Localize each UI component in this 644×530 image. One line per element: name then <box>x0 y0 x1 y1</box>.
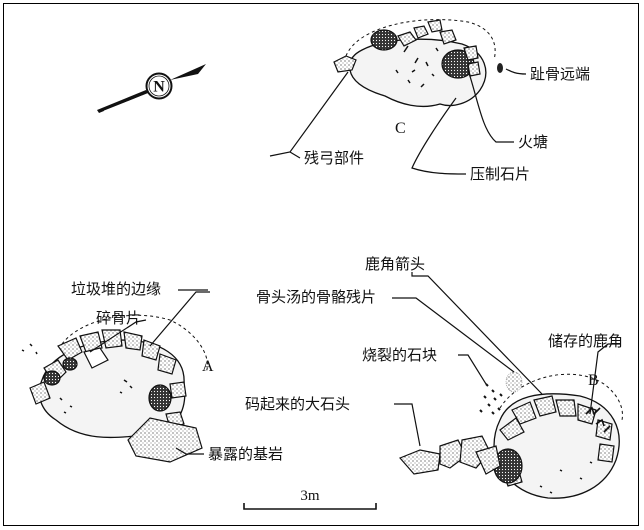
label-hearth: 火塘 <box>518 133 548 151</box>
label-midden-edge: 垃圾堆的边缘 <box>71 280 161 298</box>
label-burnt-stones: 烧裂的石块 <box>362 346 437 364</box>
site-label-c: C <box>395 120 406 137</box>
label-bone-fragments: 碎骨片 <box>96 309 141 327</box>
site-label-b: B <box>588 372 599 389</box>
label-exposed-bedrock: 暴露的基岩 <box>208 445 283 463</box>
label-toe-bone-end: 趾骨远端 <box>530 65 590 83</box>
site-c-plan: C <box>333 19 503 137</box>
site-label-a: A <box>202 358 214 375</box>
label-antler-arrowhead: 鹿角箭头 <box>365 255 425 273</box>
site-b-plan: B <box>398 371 623 499</box>
label-pressed-flake: 压制石片 <box>470 165 530 183</box>
label-stored-antlers: 储存的鹿角 <box>548 332 623 350</box>
label-broth-bone-fragments: 骨头汤的骨骼残片 <box>256 288 376 306</box>
label-stacked-boulders: 码起来的大石头 <box>245 395 350 413</box>
label-bow-part: 残弓部件 <box>304 149 364 167</box>
scale-bar: 3m <box>243 488 377 510</box>
north-letter: N <box>153 79 165 96</box>
toe-bone-marker <box>497 63 503 73</box>
site-a-plan: A <box>21 314 214 463</box>
scale-bar-label: 3m <box>300 488 320 504</box>
north-arrow-icon: N <box>97 64 206 113</box>
